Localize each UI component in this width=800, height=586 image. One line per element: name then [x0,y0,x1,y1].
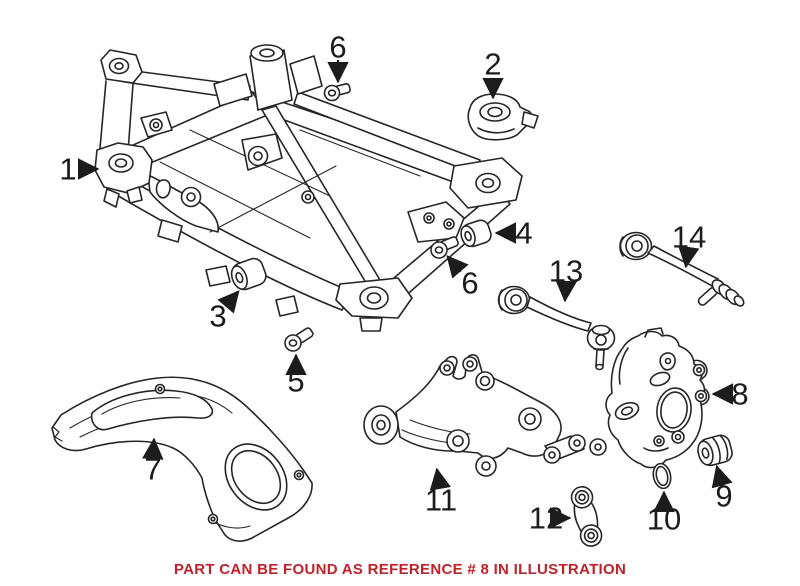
callout-6-mid: 6 [461,265,479,301]
callout-9: 9 [715,478,733,514]
arrow-3 [217,290,240,314]
reference-note: PART CAN BE FOUND AS REFERENCE # 8 IN IL… [173,561,627,578]
callout-4: 4 [515,215,533,251]
stabilizer-link [570,485,602,547]
bolt-top [325,83,351,100]
bushing-9 [695,433,734,468]
callout-10: 10 [646,501,682,537]
bolt-lower [285,327,314,351]
upper-control-arm [499,287,615,370]
wheel-carrier-knuckle [606,328,709,467]
arrow-14 [678,245,700,269]
rear-subframe-crossmember [95,45,522,331]
callout-5: 5 [287,363,305,399]
callout-11: 11 [424,482,458,518]
arrow-13 [555,280,577,303]
arrow-9 [711,464,733,489]
seal-ring [651,462,673,490]
arrow-11 [429,467,451,491]
callout-7: 7 [144,451,162,487]
callout-12: 12 [528,500,564,536]
bushing-3 [228,256,268,293]
callout-3: 3 [209,298,227,334]
arrow-6-mid [446,255,469,279]
subframe-mount [468,94,538,140]
bolt-mid [431,236,459,258]
callout-6-top: 6 [329,29,347,65]
callout-8: 8 [731,376,749,412]
trailing-arm [364,355,606,476]
heat-shield [52,377,312,541]
callout-14: 14 [671,219,707,255]
callout-2: 2 [484,46,502,82]
callout-13: 13 [548,253,584,289]
callout-1: 1 [59,151,77,187]
bushing-4 [458,218,493,249]
arrow-7 [142,437,164,460]
